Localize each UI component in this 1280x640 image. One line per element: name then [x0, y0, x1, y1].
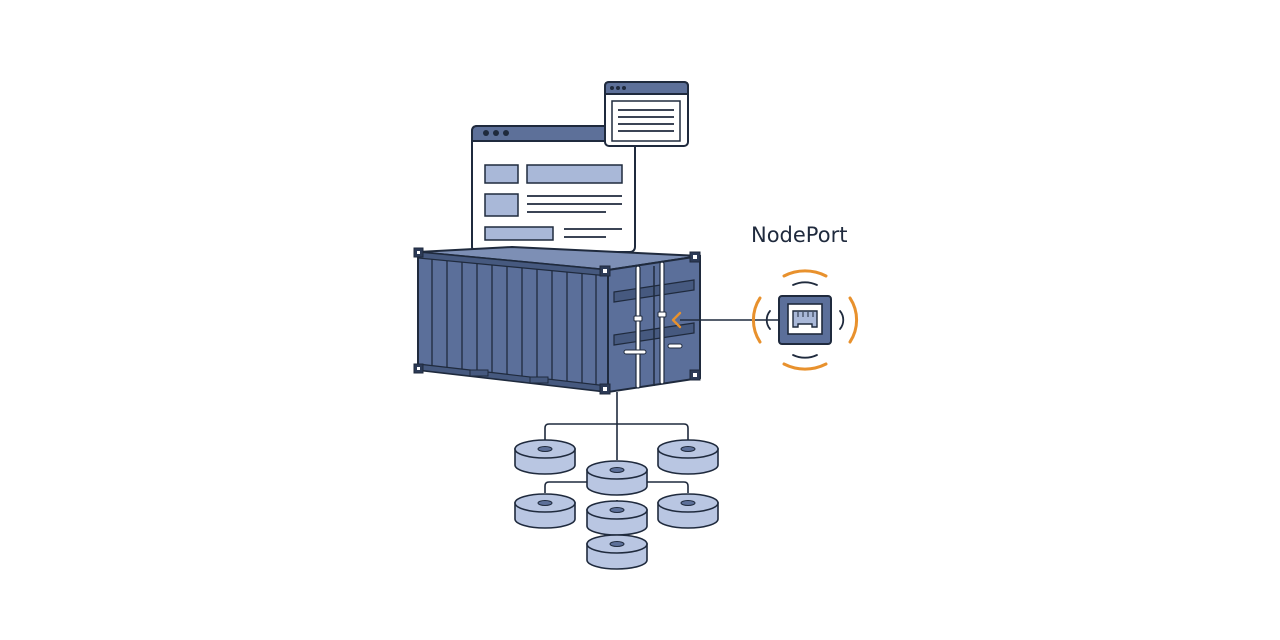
storage-disk: [586, 500, 648, 536]
nodeport-label: NodePort: [751, 223, 848, 247]
storage-disk: [586, 460, 648, 496]
ethernet-port-icon: [751, 269, 859, 371]
nodeport-connection: [671, 311, 779, 329]
document-window-icon: [604, 81, 689, 147]
storage-disk: [657, 439, 719, 475]
shipping-container-icon: [413, 245, 701, 395]
storage-disk: [514, 439, 576, 475]
storage-disk: [657, 493, 719, 529]
storage-disk: [514, 493, 576, 529]
browser-window-icon: [471, 125, 636, 253]
storage-disk: [586, 534, 648, 570]
disk-volume-icon: [514, 439, 719, 570]
